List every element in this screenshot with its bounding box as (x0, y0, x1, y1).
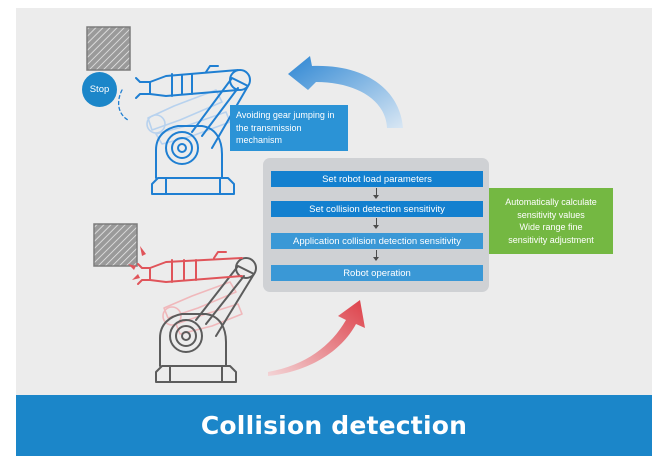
flow-arrow (373, 250, 379, 261)
feature-line: Automatically calculate (505, 197, 597, 207)
page-title: Collision detection (200, 411, 468, 440)
flow-step-label: Robot operation (343, 267, 411, 279)
flow-panel: Set robot load parameters Set collision … (263, 158, 489, 292)
curved-arrow-icon (268, 300, 365, 376)
diagram-frame: Stop Avoiding gear jumping in the transm… (16, 8, 652, 456)
flow-step-set-sensitivity: Set collision detection sensitivity (271, 201, 483, 217)
flow-arrow (373, 188, 379, 199)
gear-jumping-text: Avoiding gear jumping in the transmissio… (236, 110, 335, 145)
curved-arrow-icon (288, 56, 403, 128)
title-bar: Collision detection (16, 395, 652, 456)
flow-arrow (373, 218, 379, 229)
flow-step-label: Set robot load parameters (322, 173, 432, 185)
sensitivity-features-callout: Automatically calculate sensitivity valu… (489, 188, 613, 254)
flow-step-robot-operation: Robot operation (271, 265, 483, 281)
industrial-robot-arm-icon (117, 65, 251, 195)
feature-line: Wide range fine (519, 222, 583, 232)
illustration-layer (86, 26, 403, 383)
stop-badge: Stop (82, 72, 117, 107)
obstacle-block-bottom (93, 223, 138, 267)
feature-line: sensitivity values (517, 209, 585, 220)
gear-jumping-callout: Avoiding gear jumping in the transmissio… (230, 105, 348, 151)
feature-line: sensitivity adjustment (508, 234, 594, 245)
flow-step-label: Set collision detection sensitivity (309, 203, 445, 215)
flow-step-apply-sensitivity: Application collision detection sensitiv… (271, 233, 483, 249)
flow-step-label: Application collision detection sensitiv… (293, 235, 461, 247)
obstacle-block-top (86, 26, 131, 71)
flow-step-load-parameters: Set robot load parameters (271, 171, 483, 187)
stop-label: Stop (89, 84, 110, 95)
industrial-robot-arm-icon (128, 246, 257, 383)
